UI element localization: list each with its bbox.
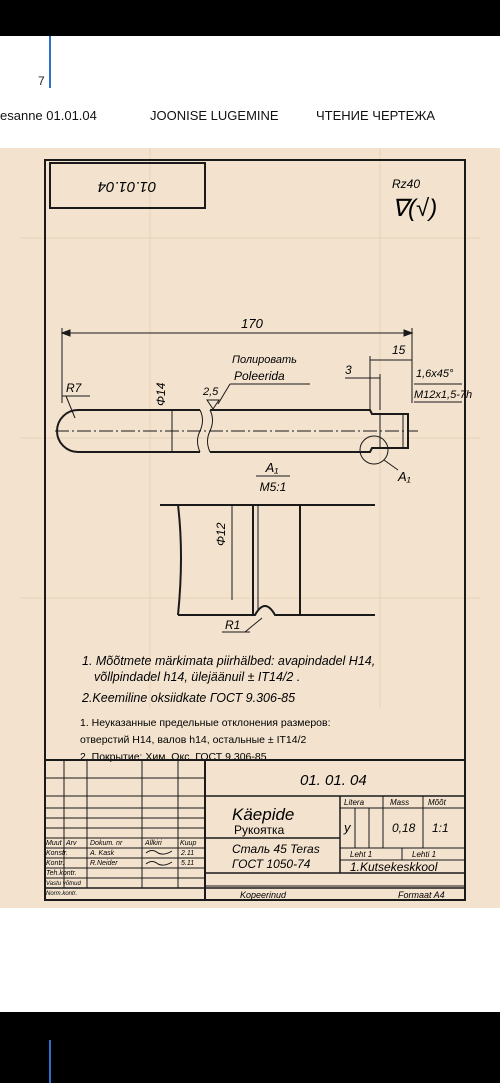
moot-value: 1:1 [432,821,449,835]
kontr-date: 5.11 [181,860,194,867]
section-view [160,504,375,616]
formaat-label: Formaat A4 [398,890,445,900]
col-kuup: Kuup [180,840,196,847]
roughness-symbol: ∇(√) [392,195,437,222]
drawing-svg: 01.01.04 Rz40 ∇(√) 170 15 3 [0,148,500,908]
row-konstr: Konstr. [46,850,68,857]
signature-neider [145,861,173,866]
section-scale: M5:1 [260,480,287,494]
title-left-labels: Muut Arv Dokum. nr Allkiri Kuup Konstr. … [46,840,196,897]
r7-leader-2 [65,395,76,419]
detail-label: A₁ [397,469,411,484]
kontr-name: R.Neider [90,860,118,867]
konstr-date: 2.11 [180,850,194,857]
signature-kask [145,850,173,855]
dim-3: 3 [345,363,352,377]
note-ee-3: 2.Keemiline oksiidkate ГОСТ 9.306-85 [81,691,295,705]
dim-15-lines [345,356,412,410]
row-kontr: Kontr. [46,860,64,867]
title-code: 01. 01. 04 [300,772,367,789]
dia-12: Φ12 [214,522,228,546]
radius-r7: R7 [66,381,83,395]
litera-label: Litera [344,798,365,807]
title-ee: Käepide [232,805,294,824]
thread-label: M12x1,5-7h [414,389,472,401]
detail-circle [359,435,389,465]
margin-line-footer [49,1040,51,1083]
material-line1: Сталь 45 Teras [232,842,320,856]
col-dokum: Dokum. nr [90,840,123,847]
radius-r1: R1 [225,618,240,632]
margin-line-top [49,36,51,88]
detail-leader [383,459,399,471]
section-title: A₁ [265,460,279,475]
row-tehkontr: Teh.kontr. [46,870,77,877]
chamfer-label: 1,6x45° [416,368,454,380]
dia-14: Φ14 [154,382,168,406]
kopeerinud-label: Kopeerinud [240,890,287,900]
col-arv: Arv [65,840,77,847]
roughness-main: Rz40 [392,177,420,191]
title-ru: Рукоятка [234,823,285,837]
note-ru-2: отверстий H14, валов h14, остальные ± IT… [80,734,307,746]
technical-drawing-scan: 01.01.04 Rz40 ∇(√) 170 15 3 [0,148,500,908]
polish-leader-2 [217,383,231,405]
rotated-code: 01.01.04 [98,178,156,195]
row-norm: Norm.kontr. [46,891,77,897]
dim-15: 15 [392,343,406,357]
polish-ee: Poleerida [234,369,285,383]
rotated-code-box [49,162,206,209]
r1-leader-2 [244,617,263,633]
page-number: 7 [38,74,45,88]
konstr-name: A. Kask [89,850,115,857]
moot-label: Mõõt [428,798,447,807]
note-ru-1: 1. Неуказанные предельные отклонения раз… [80,717,331,729]
header-center: JOONISE LUGEMINE [150,108,279,123]
document-page: 7 esanne 01.01.04 JOONISE LUGEMINE ЧТЕНИ… [0,36,500,1012]
col-allkiri: Allkiri [144,840,162,847]
roughness-local-symbol [206,399,220,410]
mass-label: Mass [390,798,409,807]
row-vastu: Vastu võtnud [46,881,81,887]
col-muut: Muut [46,840,63,847]
title-block-lines [44,759,466,901]
header-left: esanne 01.01.04 [0,108,97,123]
bottom-black-bar [0,1012,500,1083]
mass-value: 0,18 [392,821,416,835]
dim-170: 170 [241,316,263,331]
note-ee-2: võllpindadel h14, ülejäänuil ± IT14/2 . [94,670,300,684]
note-ru-3: 2. Покрытие: Хим. Окс. ГОСТ 9.306-85 [80,751,267,763]
note-ee-1: 1. Mõõtmete märkimata piirhälbed: avapin… [82,654,375,668]
paper-background [0,148,500,908]
dim-170-lines [60,328,414,403]
polish-ru: Полировать [232,354,297,366]
material-line2: ГОСТ 1050-74 [232,857,311,871]
leht-label: Leht 1 [350,850,372,859]
lehti-label: Lehti 1 [412,850,436,859]
school-label: 1.Kutsekeskkool [350,860,438,874]
top-black-bar [0,0,500,36]
header-right: ЧТЕНИЕ ЧЕРТЕЖА [316,108,435,123]
litera-value: у [343,820,352,835]
roughness-local: 2,5 [202,386,219,398]
